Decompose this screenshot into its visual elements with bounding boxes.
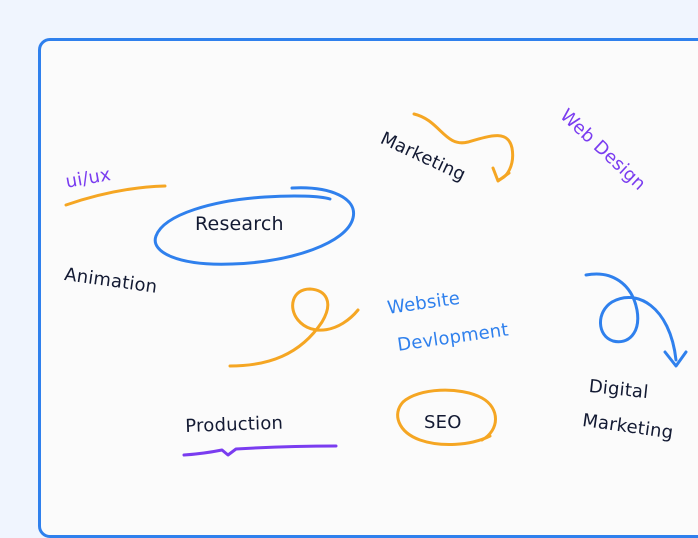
tag-research: Research [195, 213, 284, 235]
tag-production: Production [185, 412, 284, 437]
tag-seo: SEO [424, 412, 462, 433]
